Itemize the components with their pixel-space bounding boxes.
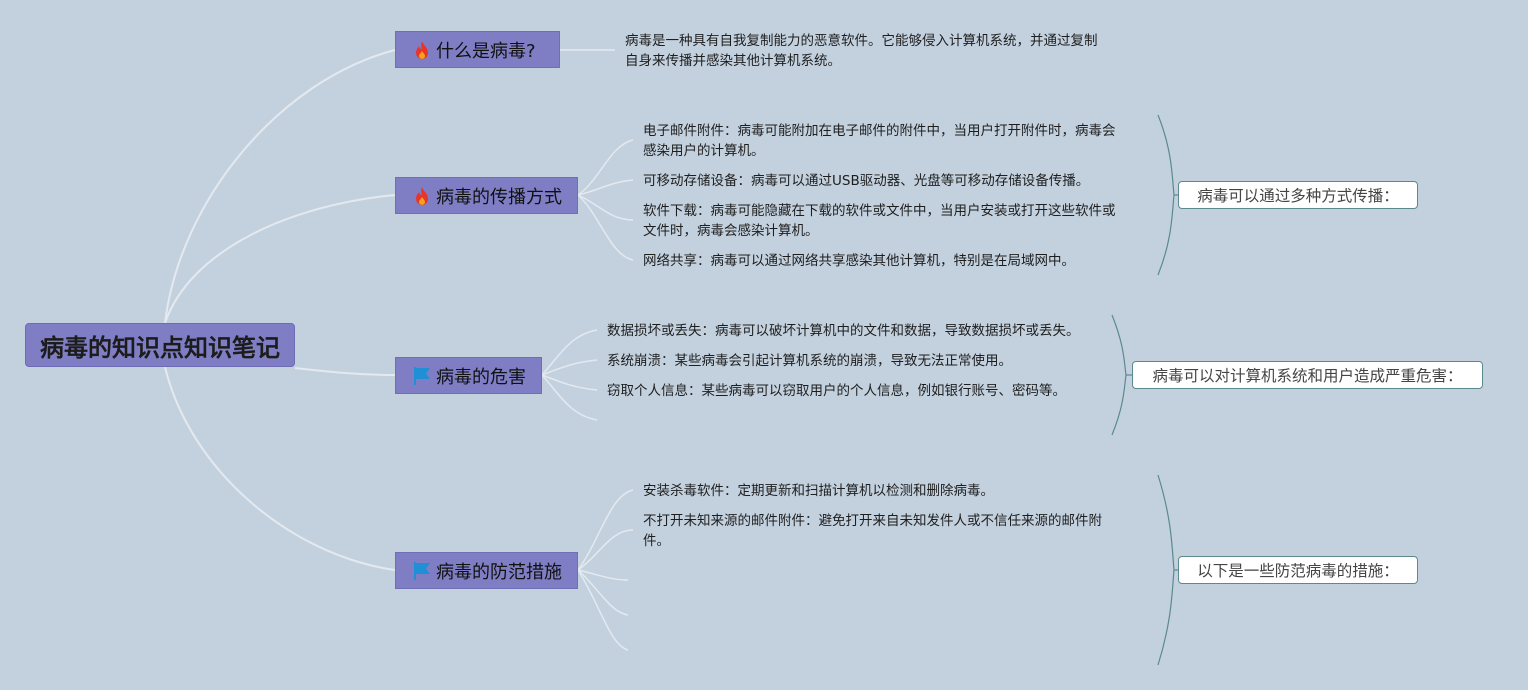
- connector-topic-1-detail-1: [577, 179, 634, 196]
- central-topic-label: 病毒的知识点知识笔记: [40, 333, 280, 362]
- topic-spread-methods[interactable]: 病毒的传播方式: [395, 177, 578, 214]
- connector-topic-3-detail-2: [577, 569, 629, 581]
- connector-root-topic-1: [164, 194, 396, 324]
- connector-topic-3-detail-4: [577, 569, 629, 651]
- summary-label: 病毒可以对计算机系统和用户造成严重危害：: [1152, 367, 1463, 385]
- detail-item[interactable]: 安装杀毒软件：定期更新和扫描计算机以检测和删除病毒。: [643, 483, 994, 499]
- connector-root-topic-2: [294, 367, 396, 376]
- connector-root-topic-3: [164, 366, 396, 571]
- connector-topic-2-detail-3: [541, 374, 598, 421]
- summary-brace-3: [1157, 474, 1175, 666]
- connector-topic-3-detail-0: [577, 489, 634, 571]
- detail-item[interactable]: 病毒是一种具有自我复制能力的恶意软件。它能够侵入计算机系统，并通过复制 自身来传…: [625, 33, 1098, 69]
- connector-topic-2-detail-2: [541, 374, 598, 391]
- detail-item[interactable]: 电子邮件附件：病毒可能附加在电子邮件的附件中，当用户打开附件时，病毒会 感染用户…: [643, 123, 1116, 159]
- topic-what-is-virus[interactable]: 什么是病毒?: [395, 31, 560, 68]
- topic-label: 病毒的危害: [436, 366, 526, 388]
- summary-brace-2: [1111, 314, 1127, 436]
- summary-spread[interactable]: 病毒可以通过多种方式传播：: [1178, 181, 1418, 209]
- connector-topic-2-detail-1: [541, 359, 598, 376]
- summary-brace-1: [1157, 114, 1175, 276]
- fire-icon: [416, 186, 428, 205]
- detail-item[interactable]: 系统崩溃：某些病毒会引起计算机系统的崩溃，导致无法正常使用。: [607, 353, 1012, 369]
- connector-topic-3-detail-1: [577, 529, 634, 571]
- connector-topic-2-detail-0: [541, 329, 598, 376]
- detail-item[interactable]: 可移动存储设备：病毒可以通过USB驱动器、光盘等可移动存储设备传播。: [643, 173, 1090, 189]
- summary-prevention[interactable]: 以下是一些防范病毒的措施：: [1178, 556, 1418, 584]
- detail-item[interactable]: 不打开未知来源的邮件附件：避免打开来自未知发件人或不信任来源的邮件附 件。: [643, 513, 1102, 549]
- topic-label: 病毒的传播方式: [436, 186, 562, 208]
- topic-label: 什么是病毒?: [436, 40, 536, 62]
- fire-icon: [416, 40, 428, 59]
- summary-label: 以下是一些防范病毒的措施：: [1197, 562, 1399, 580]
- connector-root-topic-0: [164, 49, 396, 324]
- connector-topic-1-detail-2: [577, 194, 634, 221]
- topic-prevention[interactable]: 病毒的防范措施: [395, 552, 578, 589]
- connector-topic-1-detail-3: [577, 194, 634, 261]
- detail-item[interactable]: 数据损坏或丢失：病毒可以破坏计算机中的文件和数据，导致数据损坏或丢失。: [607, 323, 1080, 339]
- connector-topic-3-detail-3: [577, 569, 629, 616]
- detail-item[interactable]: 软件下载：病毒可能隐藏在下载的软件或文件中，当用户安装或打开这些软件或 文件时，…: [643, 203, 1116, 239]
- detail-item[interactable]: 窃取个人信息：某些病毒可以窃取用户的个人信息，例如银行账号、密码等。: [607, 383, 1066, 399]
- topic-harms[interactable]: 病毒的危害: [395, 357, 542, 394]
- topic-label: 病毒的防范措施: [436, 561, 562, 583]
- flag-icon: [414, 366, 430, 385]
- connector-topic-1-detail-0: [577, 139, 634, 196]
- summary-harms[interactable]: 病毒可以对计算机系统和用户造成严重危害：: [1132, 361, 1483, 389]
- flag-icon: [414, 561, 430, 580]
- central-topic[interactable]: 病毒的知识点知识笔记: [25, 323, 295, 367]
- detail-item[interactable]: 网络共享：病毒可以通过网络共享感染其他计算机，特别是在局域网中。: [643, 253, 1075, 269]
- summary-label: 病毒可以通过多种方式传播：: [1197, 187, 1399, 205]
